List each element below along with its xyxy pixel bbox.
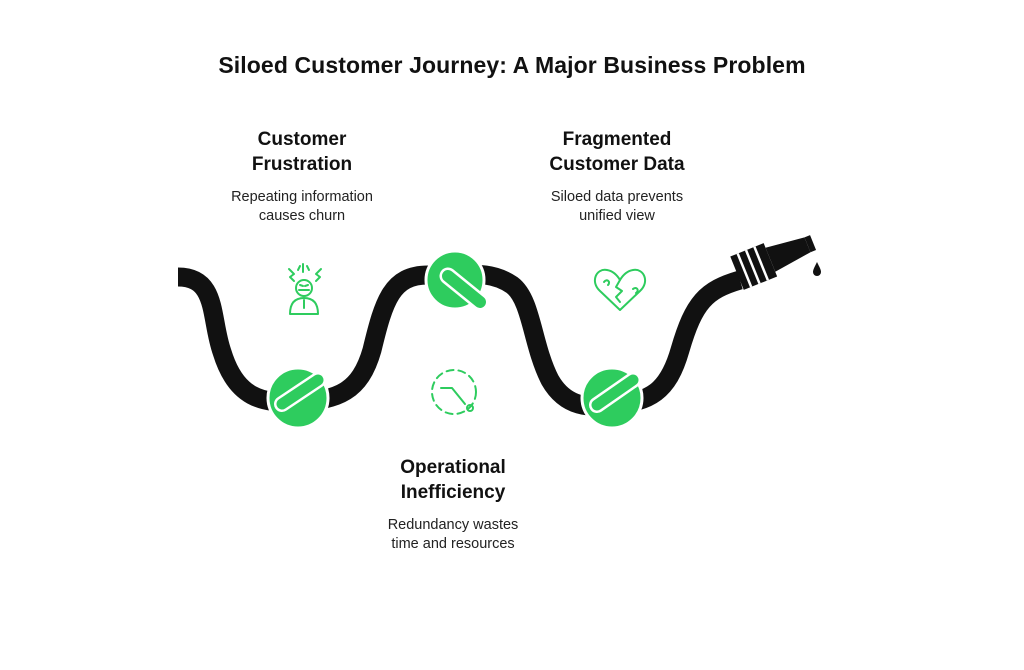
heading-line: Customer Data xyxy=(549,154,685,175)
description-line: time and resources xyxy=(391,536,515,552)
item-description: Siloed data prevents unified view xyxy=(522,188,712,226)
description-line: unified view xyxy=(579,208,655,224)
heading-line: Operational xyxy=(400,457,506,478)
description-line: Redundancy wastes xyxy=(387,517,519,533)
dashed-clock-icon xyxy=(431,369,477,415)
heading-line: Inefficiency xyxy=(400,482,506,503)
description-line: Repeating information xyxy=(231,189,373,205)
item-heading: Operational Inefficiency xyxy=(368,455,538,505)
heading-line: Frustration xyxy=(251,154,353,175)
frustrated-person-icon xyxy=(288,263,322,315)
knot-2 xyxy=(424,249,489,311)
item-description: Redundancy wastes time and resources xyxy=(368,516,538,554)
item-heading: Fragmented Customer Data xyxy=(522,127,712,177)
water-drop-icon xyxy=(813,262,821,276)
knot-1 xyxy=(266,366,330,430)
description-line: Siloed data prevents xyxy=(550,189,684,205)
broken-puzzle-heart-icon xyxy=(593,268,647,311)
item-fragmented-customer-data: Fragmented Customer Data Siloed data pre… xyxy=(522,127,712,226)
hose-nozzle xyxy=(730,235,817,290)
item-customer-frustration: Customer Frustration Repeating informati… xyxy=(212,127,392,226)
heading-line: Customer xyxy=(257,129,347,150)
description-line: causes churn xyxy=(258,208,346,224)
item-heading: Customer Frustration xyxy=(212,127,392,177)
heading-line: Fragmented xyxy=(562,129,672,150)
page-title: Siloed Customer Journey: A Major Busines… xyxy=(218,52,806,78)
item-description: Repeating information causes churn xyxy=(212,188,392,226)
knot-3 xyxy=(580,366,644,430)
item-operational-inefficiency: Operational Inefficiency Redundancy wast… xyxy=(368,455,538,554)
